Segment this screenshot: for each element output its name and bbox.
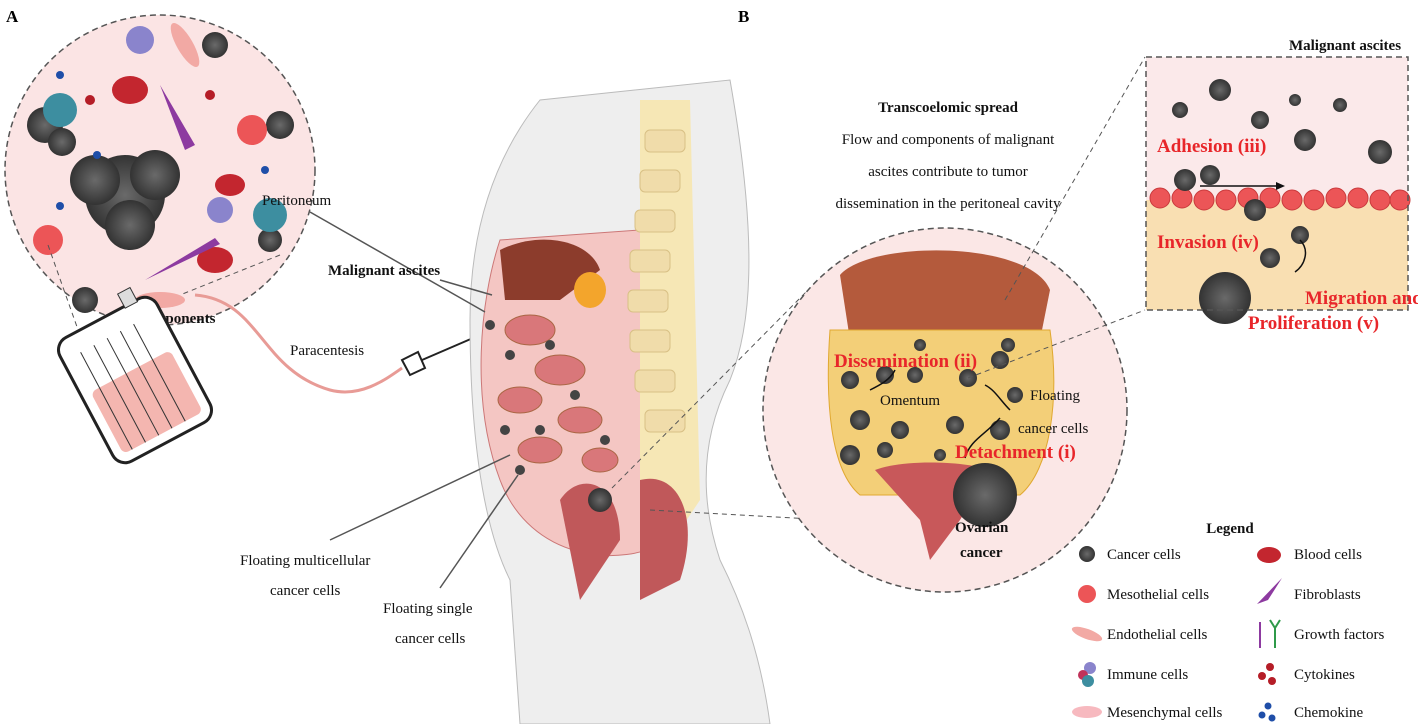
subtitle-line-2: ascites contribute to tumor bbox=[868, 164, 1028, 180]
legend-label: Mesothelial cells bbox=[1107, 587, 1209, 603]
peritoneal-cavity-circle bbox=[762, 227, 1128, 593]
body-sagittal-section bbox=[469, 79, 771, 724]
cancer-cell-icon bbox=[1079, 546, 1095, 562]
migration-label-2: Proliferation (v) bbox=[1248, 313, 1379, 334]
paracentesis-label: Paracentesis bbox=[290, 343, 364, 359]
malignant-ascites-detail-box bbox=[1146, 57, 1411, 324]
invasion-label: Invasion (iv) bbox=[1157, 232, 1259, 253]
ovarian-cancer-label-1: Ovarian bbox=[955, 520, 1009, 536]
subtitle-line-3: dissemination in the peritoneal cavity bbox=[836, 196, 1061, 212]
needle-connector bbox=[400, 334, 481, 377]
peritoneum-label: Peritoneum bbox=[262, 193, 331, 209]
floating-multicellular-label-2: cancer cells bbox=[270, 583, 341, 599]
legend-title: Legend bbox=[1206, 521, 1254, 537]
subtitle-line-1: Flow and components of malignant bbox=[842, 132, 1055, 148]
legend-label: Growth factors bbox=[1294, 627, 1385, 643]
ovarian-cancer-label-2: cancer bbox=[960, 545, 1003, 561]
legend-label: Endothelial cells bbox=[1107, 627, 1208, 643]
legend-label: Fibroblasts bbox=[1294, 587, 1361, 603]
blood-cell-icon bbox=[1257, 547, 1281, 563]
omentum-label: Omentum bbox=[880, 393, 940, 409]
cytokine-icon bbox=[1258, 663, 1276, 685]
transcoelomic-title: Transcoelomic spread bbox=[878, 100, 1019, 116]
floating-cancer-cells-label-2: cancer cells bbox=[1018, 421, 1089, 437]
malignant-ascites-label: Malignant ascites bbox=[328, 263, 440, 279]
ascites-drainage-bag bbox=[57, 286, 213, 465]
box-title: Malignant ascites bbox=[1289, 38, 1401, 54]
chemokine-icon bbox=[1258, 702, 1276, 722]
migration-label-1: Migration and bbox=[1305, 288, 1418, 309]
dissemination-label: Dissemination (ii) bbox=[834, 351, 977, 372]
legend-label: Mesenchymal cells bbox=[1107, 705, 1223, 721]
floating-single-label-2: cancer cells bbox=[395, 631, 466, 647]
adhesion-label: Adhesion (iii) bbox=[1157, 136, 1266, 157]
detachment-label: Detachment (i) bbox=[955, 442, 1076, 463]
cancer-cluster-icon bbox=[70, 150, 180, 250]
mesothelial-cell-icon bbox=[1078, 585, 1096, 603]
legend: Legend Cancer cells Mesothelial cells En… bbox=[1071, 521, 1385, 722]
floating-multicellular-label-1: Floating multicellular bbox=[240, 553, 370, 569]
fibroblast-icon bbox=[1257, 578, 1282, 604]
legend-label: Immune cells bbox=[1107, 667, 1188, 683]
legend-label: Chemokine bbox=[1294, 705, 1363, 721]
mesenchymal-cell-icon bbox=[1072, 706, 1102, 718]
panel-label-a: A bbox=[6, 7, 19, 26]
legend-label: Cytokines bbox=[1294, 667, 1355, 683]
legend-label: Cancer cells bbox=[1107, 547, 1181, 563]
drainage-tube bbox=[194, 293, 403, 394]
immune-cell-icon bbox=[1078, 662, 1096, 687]
floating-single-label-1: Floating single bbox=[383, 601, 473, 617]
panel-label-b: B bbox=[738, 7, 749, 26]
legend-label: Blood cells bbox=[1294, 547, 1362, 563]
growth-factor-icon bbox=[1259, 619, 1281, 648]
components-zoom-circle bbox=[4, 14, 316, 326]
endothelial-cell-icon bbox=[1071, 626, 1103, 642]
floating-cancer-cells-label-1: Floating bbox=[1030, 388, 1081, 404]
